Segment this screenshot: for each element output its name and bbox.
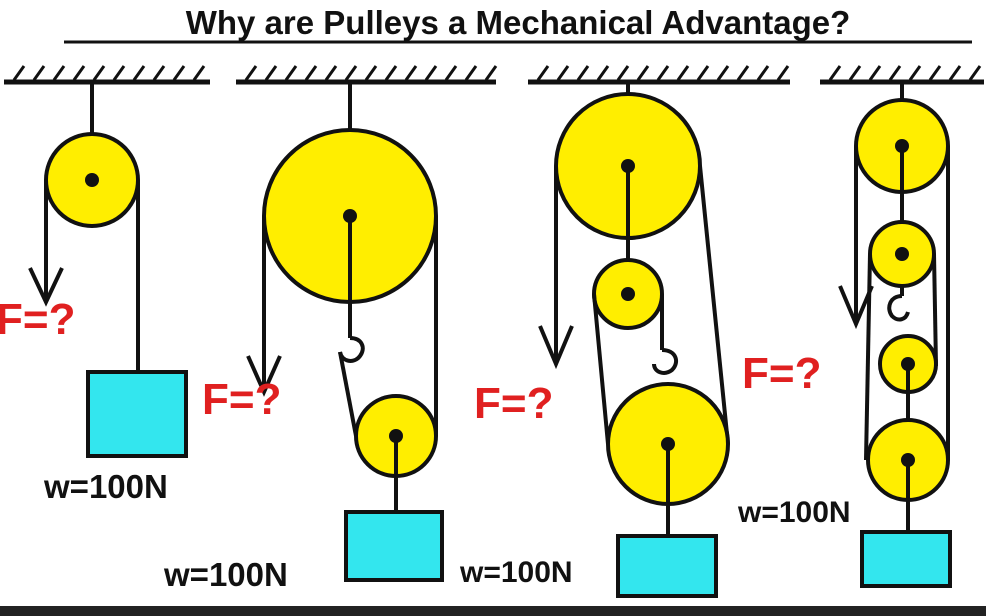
- page-title: Why are Pulleys a Mechanical Advantage?: [186, 4, 851, 41]
- force-label: F=?: [742, 349, 821, 398]
- rope: [932, 253, 938, 367]
- weight-box: [860, 530, 952, 588]
- weight-box: [86, 370, 188, 458]
- weight-label: w=100N: [737, 496, 851, 529]
- rope: [864, 253, 872, 461]
- hook: [652, 348, 679, 375]
- force-label: F=?: [0, 295, 75, 344]
- force-label: F=?: [474, 379, 553, 428]
- weight-label: w=100N: [163, 556, 288, 593]
- bottom-bar: [0, 606, 986, 616]
- hook: [338, 336, 365, 363]
- weight-box: [616, 534, 718, 598]
- force-label: F=?: [202, 375, 281, 424]
- rope: [592, 293, 610, 445]
- arrow-down-icon: [838, 285, 874, 330]
- arrow-down-icon: [246, 355, 282, 397]
- ceiling-1: [4, 65, 210, 85]
- rope: [338, 351, 358, 437]
- system-1: F=? w=100N: [0, 82, 188, 505]
- ceiling-3: [528, 65, 790, 85]
- arrow-down-icon: [28, 267, 64, 307]
- hook: [887, 294, 910, 322]
- system-3: F=? w=100N: [459, 82, 730, 598]
- system-4: F=? w=100N: [737, 82, 952, 588]
- rope: [698, 165, 730, 445]
- weight-box: [344, 510, 444, 582]
- arrow-down-icon: [538, 325, 574, 370]
- weight-label: w=100N: [43, 468, 168, 505]
- ceiling-2: [236, 65, 498, 85]
- system-2: F=? w=100N: [163, 82, 444, 593]
- ceiling-4: [820, 65, 984, 85]
- weight-label: w=100N: [459, 556, 573, 589]
